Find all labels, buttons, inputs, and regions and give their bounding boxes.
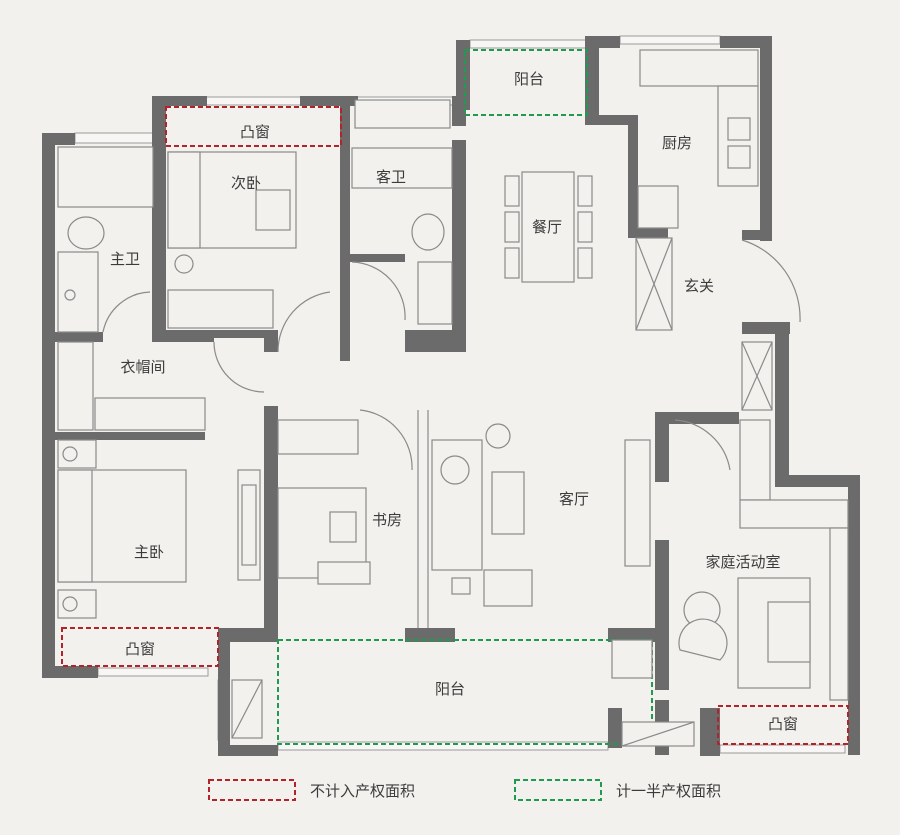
label-family-room: 家庭活动室 (705, 553, 780, 571)
label-balcony-top: 阳台 (514, 70, 544, 88)
bay-window-secondary-outline (165, 106, 342, 147)
label-foyer: 玄关 (684, 277, 714, 295)
legend-green-label: 计一半产权面积 (616, 782, 721, 800)
label-cloakroom: 衣帽间 (120, 358, 165, 376)
label-bay-window-master: 凸窗 (125, 640, 155, 658)
label-guest-bathroom: 客卫 (376, 168, 406, 186)
label-bay-window-secondary: 凸窗 (240, 123, 270, 141)
label-bay-window-family: 凸窗 (768, 715, 798, 733)
furniture (57, 49, 849, 747)
balcony-top-outline (464, 49, 588, 116)
bay-window-family-outline (717, 705, 849, 745)
label-study: 书房 (372, 511, 402, 529)
balcony-bottom-outline (277, 639, 653, 745)
legend-green-swatch (514, 779, 602, 801)
label-master-bedroom: 主卧 (134, 543, 164, 561)
label-living: 客厅 (559, 490, 589, 508)
label-secondary-bedroom: 次卧 (231, 174, 261, 192)
label-dining: 餐厅 (532, 218, 562, 236)
area-markers (61, 49, 849, 745)
room-labels: 阳台 厨房 凸窗 次卧 客卫 餐厅 主卫 玄关 衣帽间 书房 客厅 主卧 家庭活… (110, 70, 798, 733)
label-balcony-bottom: 阳台 (435, 680, 465, 698)
label-kitchen: 厨房 (662, 134, 692, 152)
legend: 不计入产权面积 计一半产权面积 (208, 779, 721, 801)
legend-red-label: 不计入产权面积 (310, 782, 415, 800)
legend-red-swatch (208, 779, 296, 801)
bay-window-master-outline (61, 627, 219, 667)
label-master-bathroom: 主卫 (110, 250, 140, 268)
walls (42, 36, 860, 756)
